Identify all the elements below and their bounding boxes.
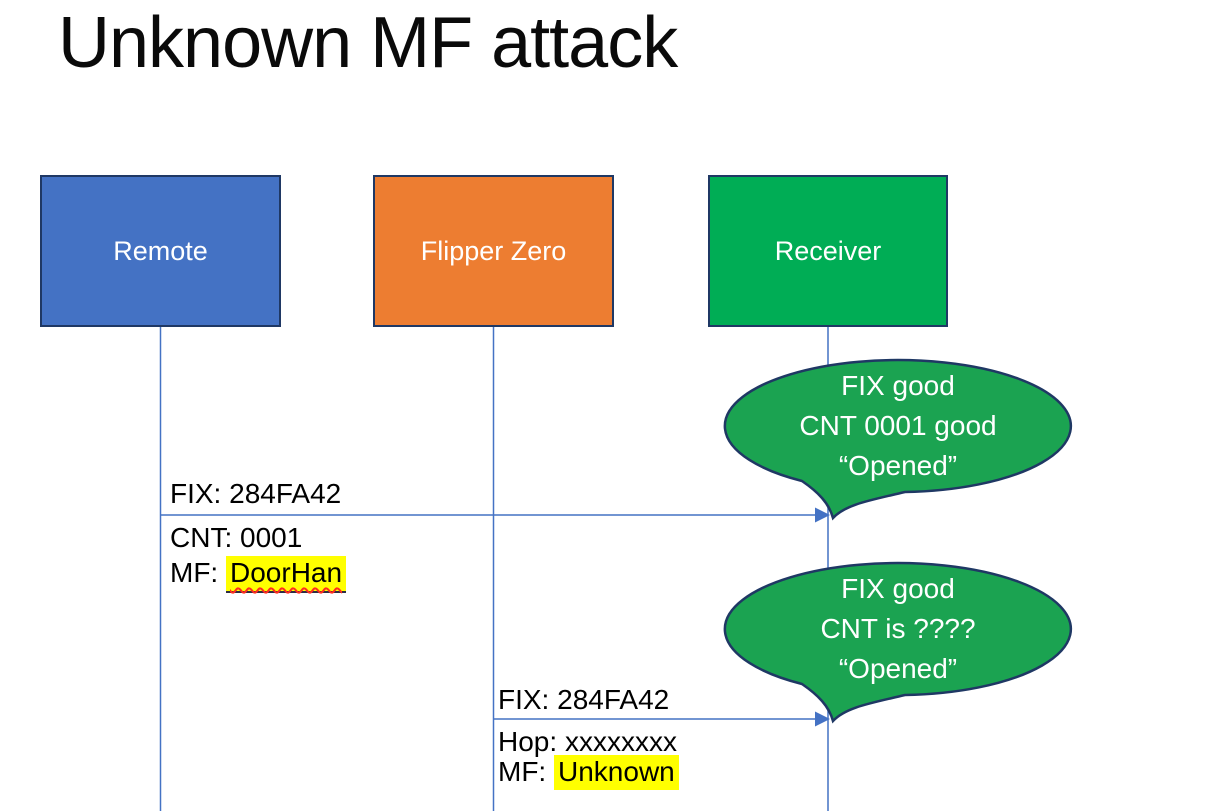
callout-1-line-1: FIX good [841,370,955,401]
message-1-fix-label: FIX: 284FA42 [170,478,342,509]
callout-1-line-3: “Opened” [838,450,958,481]
slide-title: Unknown MF attack [58,3,678,83]
actor-box-receiver: Receiver [708,175,948,327]
highlighted-value-doorhan: DoorHan [226,556,347,593]
arrowhead-1-icon [815,507,830,523]
callout-2-line-1: FIX good [841,573,955,604]
highlighted-value-unknown: Unknown [554,755,679,790]
actor-label-receiver: Receiver [774,235,882,266]
actor-label-flipper-zero: Flipper Zero [420,235,567,266]
underlined-value-hop: xxxxxxxx [564,726,677,759]
message-2-mf-label: MF: Unknown [498,755,679,790]
callout-2-text: FIX good CNT is ???? “Opened” [725,569,1071,689]
callout-2-line-2: CNT is ???? [820,613,976,644]
message-1-cnt-label: CNT: 0001 [170,522,303,553]
callout-2-line-3: “Opened” [838,653,958,684]
callout-1-text: FIX good CNT 0001 good “Opened” [725,366,1071,486]
message-2-hop-label: Hop: xxxxxxxx [498,726,677,759]
actor-box-flipper-zero: Flipper Zero [373,175,614,327]
actor-box-remote: Remote [40,175,281,327]
callout-bubble-1 [723,358,1073,521]
callout-1-line-2: CNT 0001 good [799,410,997,441]
message-2-fix-label: FIX: 284FA42 [498,684,670,715]
actor-label-remote: Remote [113,235,208,266]
message-1-mf-label: MF: DoorHan [170,556,347,593]
arrowhead-2-icon [815,711,830,727]
